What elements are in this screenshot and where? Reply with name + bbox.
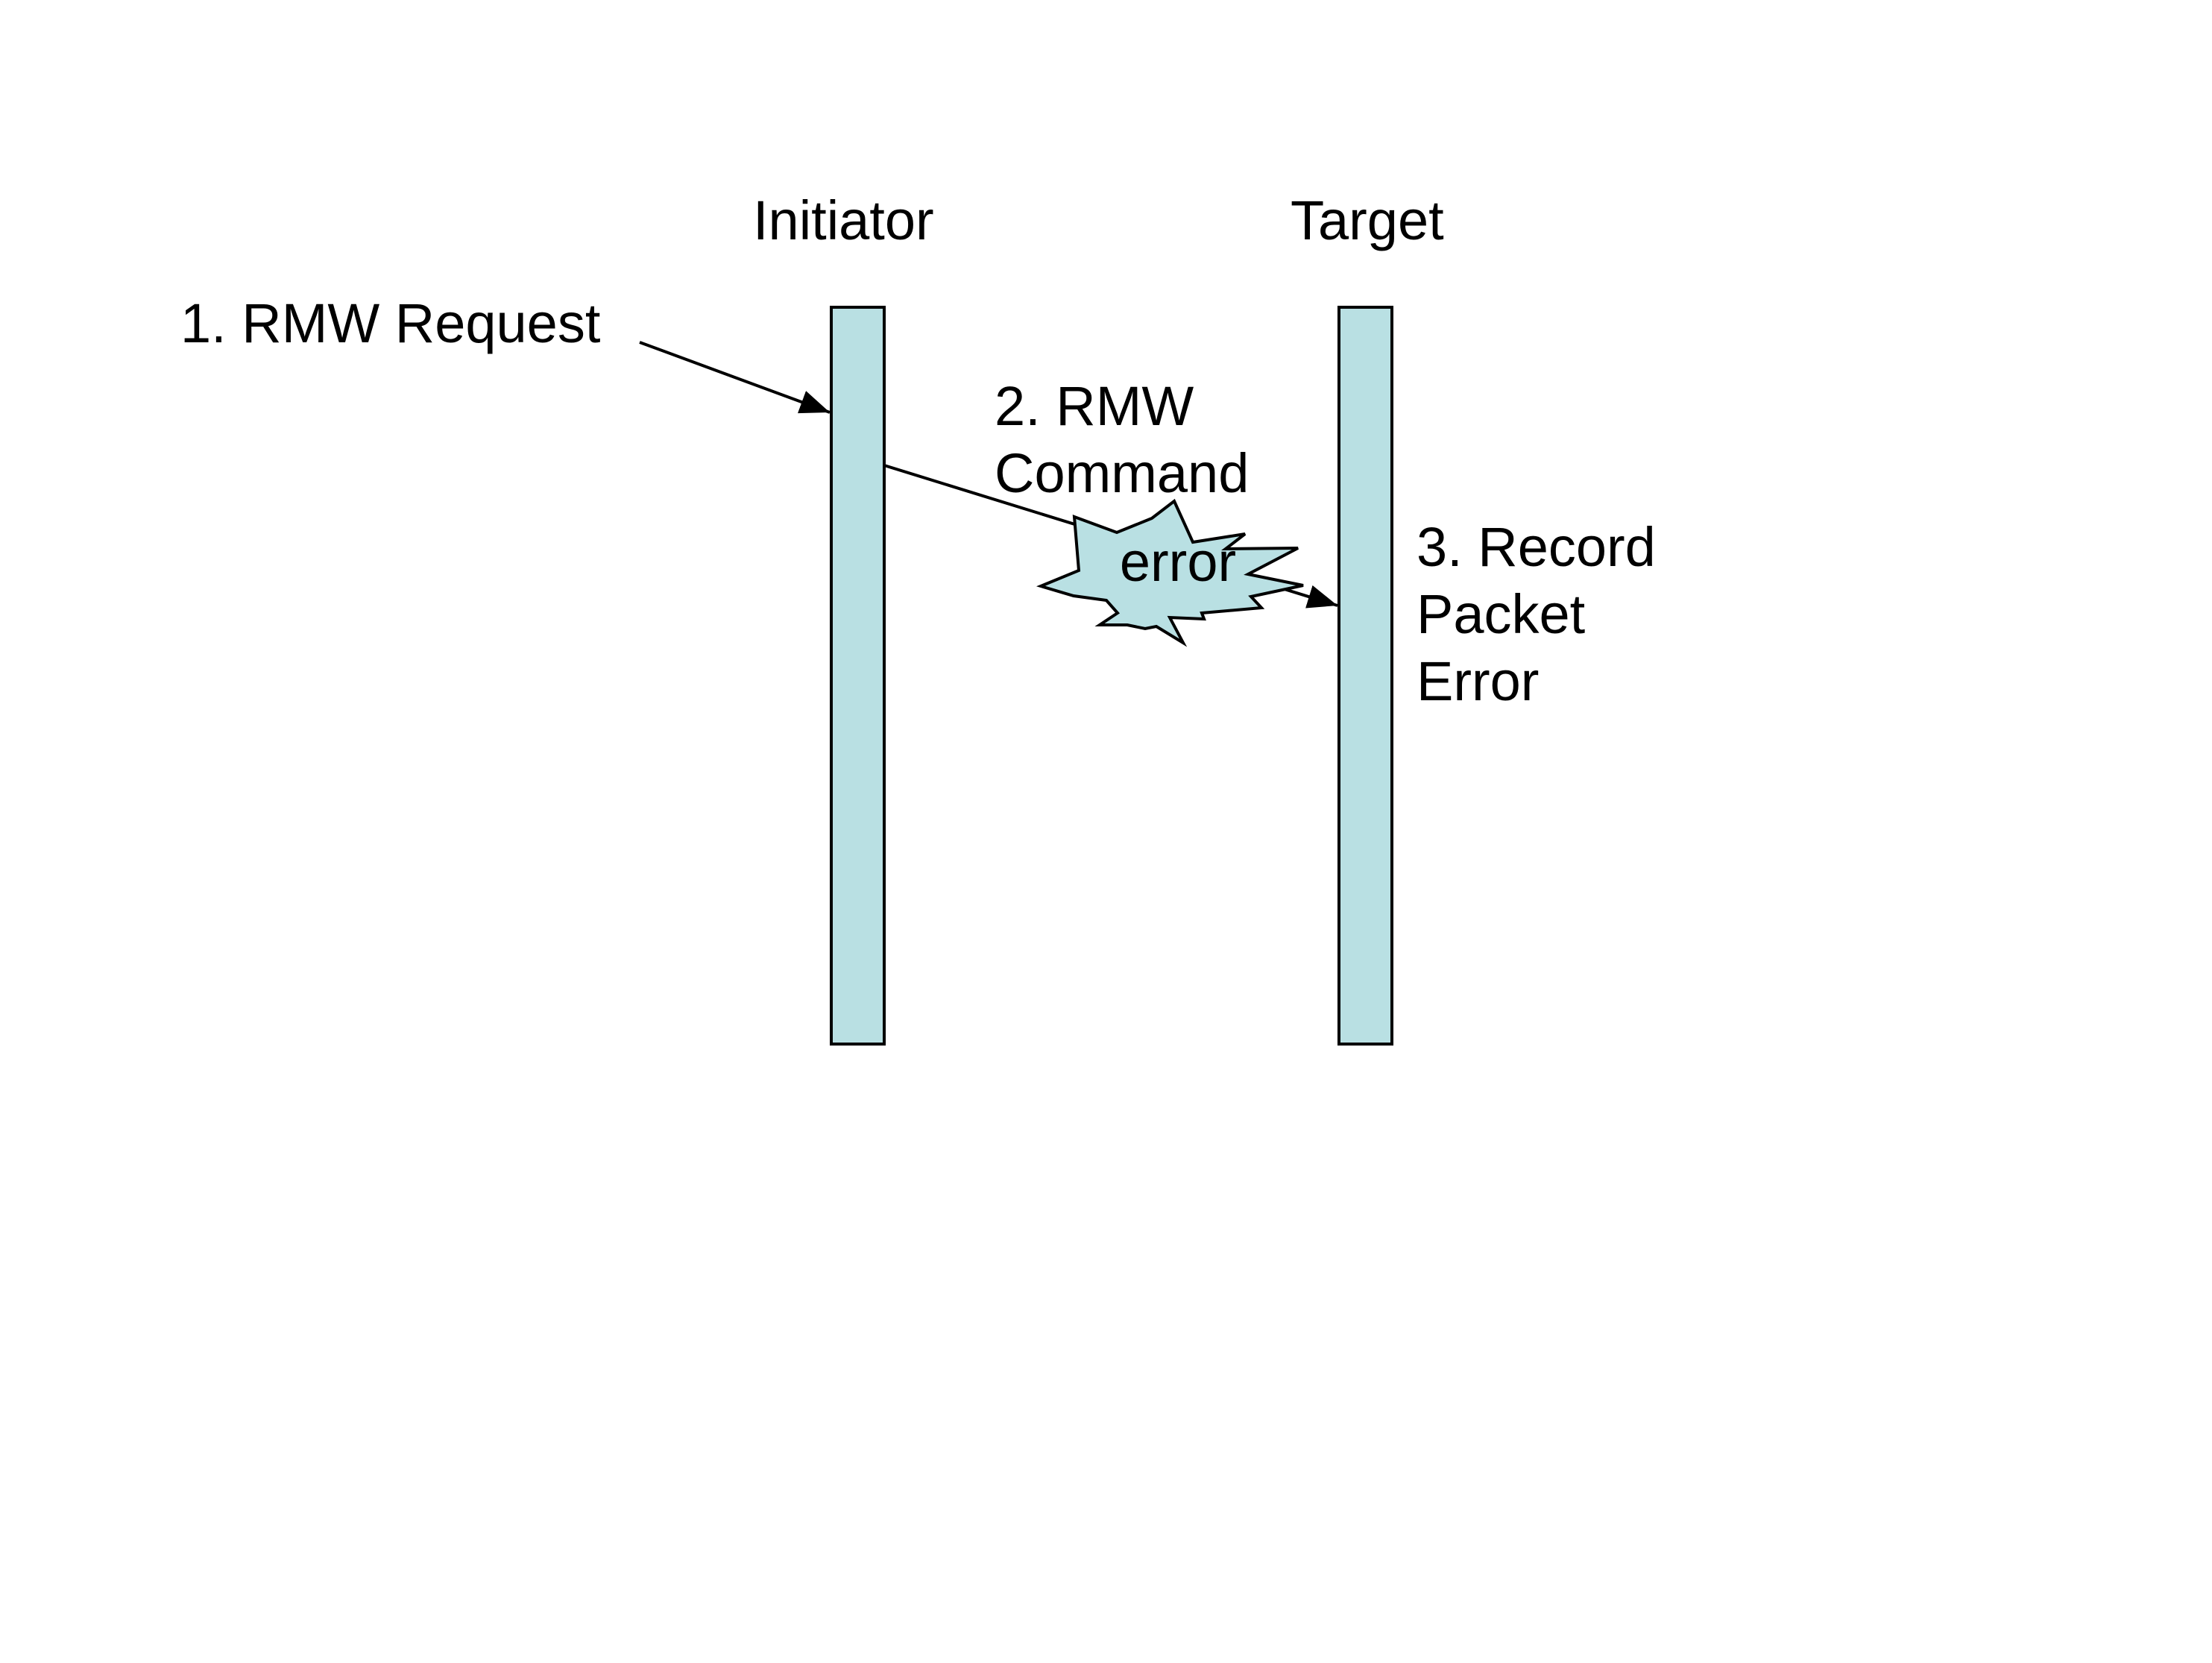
rmw-request-arrow <box>639 341 831 414</box>
target-lifeline <box>1337 306 1393 1046</box>
step-label-rmw-command: 2. RMW Command <box>995 375 1250 504</box>
participant-label-target: Target <box>1291 189 1444 251</box>
initiator-lifeline <box>830 306 886 1046</box>
error-burst-shape <box>1036 498 1304 647</box>
participant-label-initiator: Initiator <box>753 189 934 251</box>
error-burst-label: error <box>1120 531 1236 593</box>
step-label-rmw-request: 1. RMW Request <box>180 292 601 354</box>
step-label-record-error: 3. Record Packet Error <box>1417 516 1656 712</box>
